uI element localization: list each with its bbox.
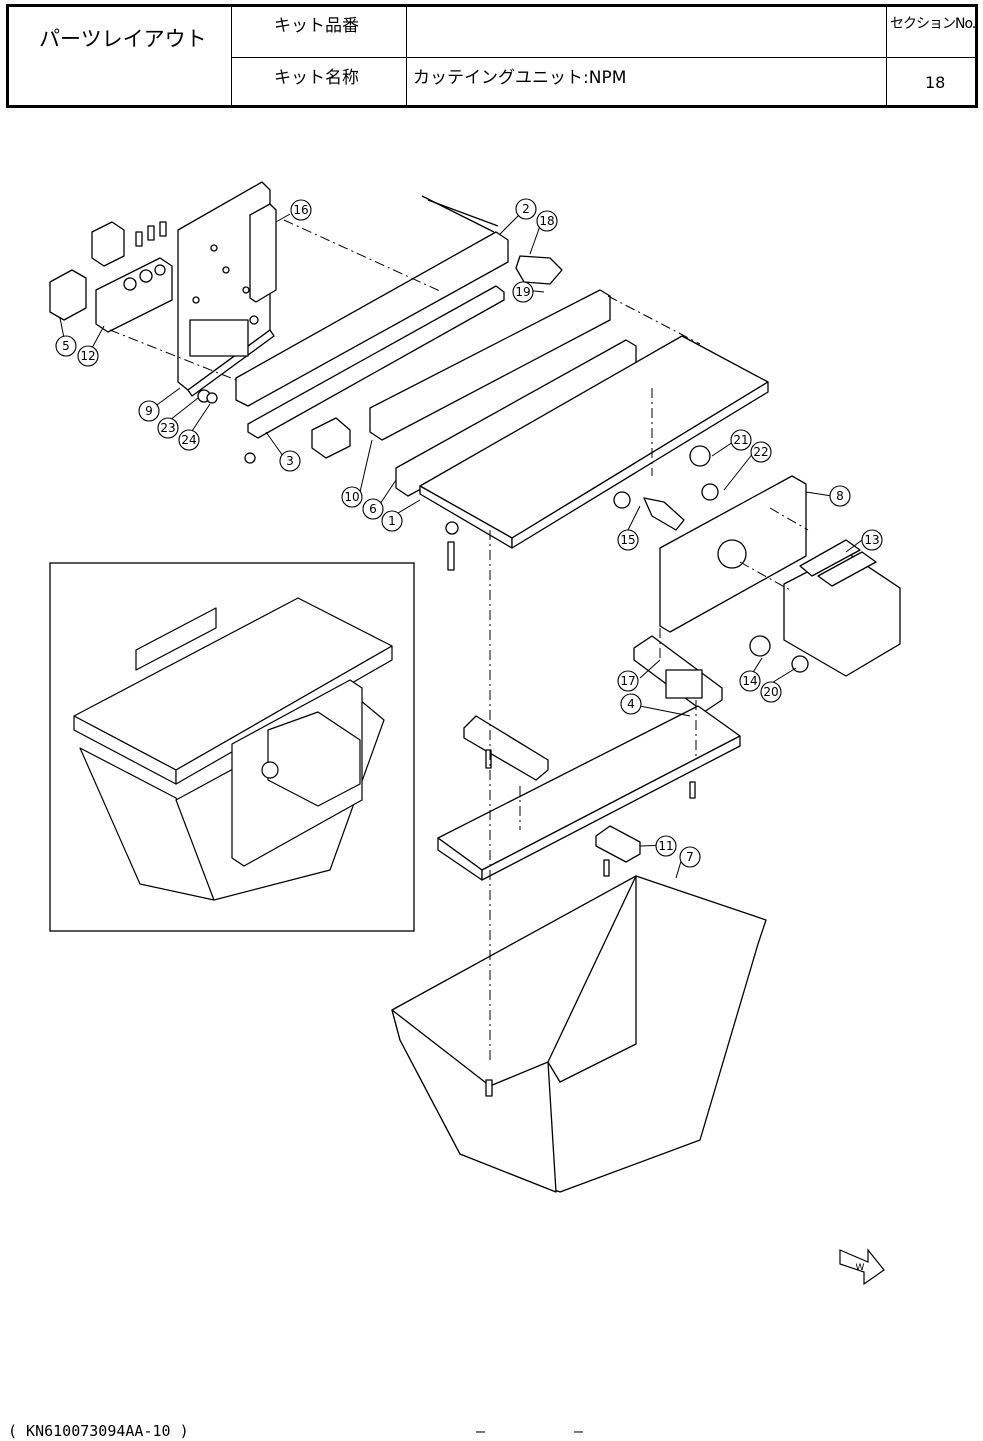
callout-23: 23 xyxy=(160,421,175,435)
direction-badge-text: W xyxy=(856,1263,865,1273)
direction-arrow-icon: W xyxy=(840,1250,884,1284)
callout-12: 12 xyxy=(80,349,95,363)
callout-6: 6 xyxy=(369,502,377,516)
callout-20: 20 xyxy=(763,685,778,699)
callout-9: 9 xyxy=(145,404,153,418)
callout-24: 24 xyxy=(181,433,196,447)
callout-19: 19 xyxy=(515,285,530,299)
callout-4: 4 xyxy=(627,697,635,711)
document-code: ( KN610073094AA-10 ) xyxy=(8,1422,189,1440)
callout-3: 3 xyxy=(286,454,294,468)
cylinder-bracket xyxy=(660,476,900,676)
callout-13: 13 xyxy=(864,533,879,547)
callout-7: 7 xyxy=(686,850,694,864)
callout-22: 22 xyxy=(753,445,768,459)
valve-block xyxy=(50,222,172,332)
page-marks: — — xyxy=(476,1422,623,1440)
callout-17: 17 xyxy=(620,674,635,688)
hopper xyxy=(392,876,766,1192)
callout-11: 11 xyxy=(658,839,673,853)
callout-21: 21 xyxy=(733,433,748,447)
callout-8: 8 xyxy=(836,489,844,503)
callout-16: 16 xyxy=(293,203,308,217)
callout-10: 10 xyxy=(344,490,359,504)
callout-1: 1 xyxy=(388,514,396,528)
callout-18: 18 xyxy=(539,214,554,228)
callout-15: 15 xyxy=(620,533,635,547)
callout-5: 5 xyxy=(62,339,70,353)
callout-14: 14 xyxy=(742,674,757,688)
callout-2: 2 xyxy=(522,202,530,216)
